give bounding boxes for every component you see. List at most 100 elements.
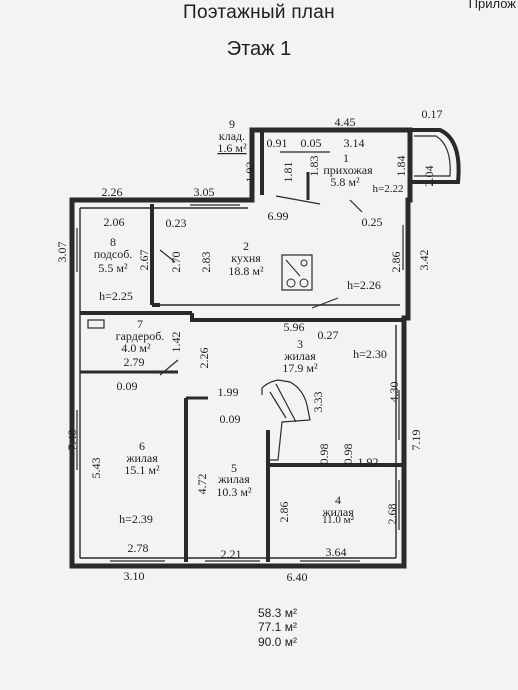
- window: [398, 390, 405, 440]
- dim: 0.98: [317, 444, 331, 465]
- dim: 3.42: [417, 250, 431, 271]
- room-2-name: кухня: [231, 251, 261, 265]
- dim: 3.14: [344, 136, 365, 150]
- dim: 0.91: [267, 136, 288, 150]
- total-gross-area: 90.0 м²: [258, 635, 297, 649]
- dim: 1.99: [218, 385, 239, 399]
- room-5-area: 10.3 м²: [216, 485, 252, 499]
- page-title: Поэтажный план: [183, 2, 335, 23]
- dim: 1.81: [281, 162, 295, 183]
- door: [159, 359, 179, 376]
- dim: 3.33: [311, 392, 325, 413]
- window: [402, 225, 409, 270]
- dim: 3.10: [124, 569, 145, 583]
- room-8-name: подсоб.: [94, 247, 133, 261]
- stair: [261, 379, 311, 461]
- room-4-area: 11.0 м²: [322, 514, 355, 526]
- room-3-num: 3: [297, 337, 303, 351]
- room-1-height: h=2.22: [373, 183, 404, 195]
- dim: 3.64: [326, 545, 347, 559]
- interior-wall: [190, 313, 404, 322]
- interior-wall: [150, 204, 160, 307]
- door: [311, 297, 339, 309]
- dim: 0.09: [117, 379, 138, 393]
- porch-wall: [410, 128, 461, 184]
- dim: 0.25: [362, 215, 383, 229]
- total-living-area: 58.3 м²: [258, 606, 297, 620]
- total-area: 77.1 м²: [258, 620, 297, 634]
- dim: 2.79: [124, 355, 145, 369]
- window: [205, 560, 260, 567]
- dim: 2.26: [102, 185, 123, 199]
- dim: 7.19: [409, 430, 423, 451]
- dim: 4.45: [335, 115, 356, 129]
- dim: 0.09: [220, 412, 241, 426]
- room-2-area: 18.8 м²: [228, 264, 264, 278]
- dim: 2.83: [199, 252, 213, 273]
- dim: 2.67: [137, 250, 151, 271]
- dim: 2.04: [422, 166, 436, 187]
- dim: 1.83: [307, 156, 321, 177]
- room-7-num: 7: [137, 317, 143, 331]
- door: [275, 195, 321, 205]
- dim: 0.98: [341, 444, 355, 465]
- room-2-height: h=2.26: [347, 278, 381, 292]
- window: [190, 199, 240, 206]
- dim: 3.07: [55, 242, 69, 263]
- room-6-num: 6: [139, 439, 145, 453]
- outer-wall: [69, 127, 413, 569]
- window: [110, 560, 165, 567]
- room-9-num: 9: [229, 117, 235, 131]
- room-1-num: 1: [343, 151, 349, 165]
- room-8-height: h=2.25: [99, 289, 133, 303]
- room-8-area: 5.5 м²: [98, 261, 128, 275]
- room-7-name: гардероб.: [116, 329, 165, 343]
- dim: 2.86: [389, 252, 403, 273]
- room-4-name: жилая: [321, 505, 354, 519]
- dim: 2.21: [221, 547, 242, 561]
- room-2-num: 2: [243, 239, 249, 253]
- dim: 1.42: [169, 332, 183, 353]
- room-5-num: 5: [231, 461, 237, 475]
- stove: [281, 254, 313, 291]
- dim: 3.05: [194, 185, 215, 199]
- dim: 1.92: [243, 162, 257, 183]
- room-9-area: 1.6 м²: [217, 141, 247, 155]
- dim: 2.68: [385, 504, 399, 525]
- dim: 4.30: [387, 382, 401, 403]
- room-7-area: 4.0 м²: [121, 341, 151, 355]
- room-1-area: 5.8 м²: [330, 175, 360, 189]
- room-5-name: жилая: [217, 472, 250, 486]
- dim: 2.06: [104, 215, 125, 229]
- room-6-height: h=2.39: [119, 512, 153, 526]
- room-6-area: 15.1 м²: [124, 463, 160, 477]
- room-4-num: 4: [335, 493, 341, 507]
- dim: 6.99: [268, 209, 289, 223]
- room-3-area: 17.9 м²: [282, 361, 318, 375]
- room-6-name: жилая: [125, 451, 158, 465]
- dim: 0.23: [166, 216, 187, 230]
- window: [71, 410, 78, 470]
- window: [398, 480, 405, 530]
- floor-label: Этаж 1: [226, 38, 292, 60]
- dim: 5.96: [284, 320, 305, 334]
- dim: 2.26: [197, 348, 211, 369]
- room-9-name: клад.: [219, 129, 245, 143]
- dim: 0.27: [318, 328, 339, 342]
- window: [71, 228, 78, 272]
- dim: 1.92: [358, 455, 379, 469]
- dim: 6.40: [287, 570, 308, 584]
- dim: 2.78: [128, 541, 149, 555]
- room-3-name: жилая: [283, 349, 316, 363]
- dim: 7.48: [65, 430, 79, 451]
- dim: 0.05: [301, 136, 322, 150]
- dim: 1.84: [394, 156, 408, 177]
- dim: 0.17: [422, 107, 443, 121]
- dim: 5.43: [89, 458, 103, 479]
- room-3-height: h=2.30: [353, 347, 387, 361]
- dim: 2.86: [277, 502, 291, 523]
- door: [159, 249, 176, 263]
- dim: 4.72: [195, 474, 209, 495]
- window: [300, 560, 360, 567]
